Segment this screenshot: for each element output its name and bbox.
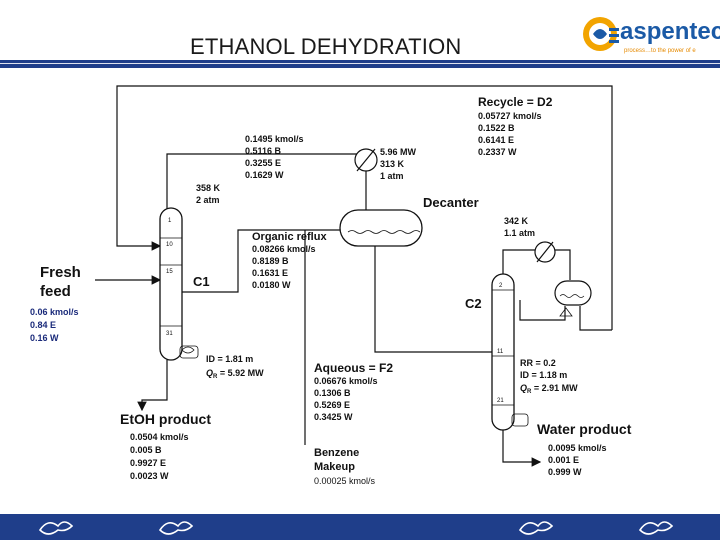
aqueous-line-1: 0.1306 B (314, 388, 351, 398)
c1-stage-10: 10 (166, 242, 173, 248)
etoh-product-line-1: 0.005 B (130, 445, 162, 455)
c1-stage-1: 1 (168, 218, 172, 224)
c2-stage-11: 11 (497, 349, 504, 355)
fresh-feed-title-2: feed (40, 283, 71, 300)
fresh-feed-line-1: 0.84 E (30, 320, 56, 330)
condenser-1-pressure: 1 atm (380, 171, 404, 181)
benzene-makeup-title-1: Benzene (314, 447, 359, 459)
c2-reflux-line (519, 300, 566, 321)
logo-wordmark: aspentech (620, 18, 720, 45)
c1-stage-15: 15 (166, 269, 173, 275)
recycle-line-1: 0.1522 B (478, 123, 515, 133)
c2-duty-value: = 2.91 MW (531, 383, 578, 393)
organic-reflux-line-0: 0.08266 kmol/s (252, 244, 316, 254)
water-product-line-0: 0.0095 kmol/s (548, 443, 607, 453)
recycle-title: Recycle = D2 (478, 95, 553, 109)
c2-label: C2 (465, 296, 482, 311)
c1-overhead-line-0: 0.1495 kmol/s (245, 134, 304, 144)
condenser-2-temp: 342 K (504, 216, 529, 226)
water-product-title: Water product (537, 421, 632, 437)
organic-reflux-line (180, 229, 340, 293)
fresh-feed-line-0: 0.06 kmol/s (30, 307, 79, 317)
etoh-product-title: EtOH product (120, 411, 211, 427)
c2-reboiler (511, 413, 529, 427)
etoh-product-line-0: 0.0504 kmol/s (130, 432, 189, 442)
water-product-line-2: 0.999 W (548, 467, 582, 477)
c1-reboiler (179, 345, 199, 359)
c2-stage-21: 21 (497, 398, 504, 404)
benzene-makeup-title-2: Makeup (314, 461, 355, 473)
column-c2 (491, 273, 529, 431)
c1-duty: QR = 5.92 MW (206, 368, 264, 380)
recycle-stream-line (116, 85, 613, 330)
c1-diameter: ID = 1.81 m (206, 354, 253, 364)
c1-overhead-temp: 358 K (196, 183, 221, 193)
c1-label: C1 (193, 274, 210, 289)
logo-tagline: process…to the power of e (624, 48, 696, 54)
fresh-feed-line-2: 0.16 W (30, 333, 59, 343)
column-c1 (159, 207, 199, 361)
aspentech-logo: aspentech process…to the power of e (578, 12, 720, 62)
etoh-product-line (137, 360, 168, 412)
top-decorative-band (0, 60, 720, 68)
condenser-2-icon (534, 241, 556, 263)
recycle-line-2: 0.6141 E (478, 135, 514, 145)
c2-duty: QR = 2.91 MW (520, 383, 578, 395)
c2-vapor-line (579, 306, 612, 331)
reflux-drum-c2 (554, 280, 592, 317)
organic-reflux-title: Organic reflux (252, 231, 327, 243)
condenser-1-icon (354, 148, 378, 172)
aqueous-title: Aqueous = F2 (314, 361, 393, 375)
c1-overhead-pressure: 2 atm (196, 195, 220, 205)
recycle-line-0: 0.05727 kmol/s (478, 111, 542, 121)
benzene-makeup-flow: 0.00025 kmol/s (314, 476, 376, 486)
slide-header: ETHANOL DEHYDRATION aspentech process…to… (0, 0, 720, 68)
c1-overhead-line-3: 0.1629 W (245, 170, 284, 180)
c2-duty-subscript: R (527, 389, 532, 395)
decanter-label: Decanter (423, 195, 479, 210)
c2-reflux-ratio: RR = 0.2 (520, 358, 556, 368)
fresh-feed-title-1: Fresh (40, 264, 81, 281)
cloud-ornaments (38, 521, 674, 535)
c2-duty-symbol: Q (520, 383, 527, 393)
condenser-1-temp: 313 K (380, 159, 405, 169)
etoh-product-line-2: 0.9927 E (130, 458, 166, 468)
condenser-2-pressure: 1.1 atm (504, 228, 535, 238)
c2-diameter: ID = 1.18 m (520, 370, 567, 380)
slide-title: ETHANOL DEHYDRATION (190, 34, 462, 59)
c1-overhead-line-2: 0.3255 E (245, 158, 281, 168)
c2-stage-2: 2 (499, 283, 503, 289)
aqueous-line (374, 240, 495, 353)
recycle-line-3: 0.2337 W (478, 147, 517, 157)
aqueous-line-0: 0.06676 kmol/s (314, 376, 378, 386)
c1-duty-subscript: R (213, 374, 218, 380)
organic-reflux-line-2: 0.1631 E (252, 268, 288, 278)
organic-reflux-line-3: 0.0180 W (252, 280, 291, 290)
decanter-vessel (339, 209, 423, 247)
c1-overhead-line (166, 153, 367, 215)
c1-stage-31: 31 (166, 331, 173, 337)
aqueous-line-2: 0.5269 E (314, 400, 350, 410)
condenser-1-duty: 5.96 MW (380, 147, 417, 157)
etoh-product-line-3: 0.0023 W (130, 471, 169, 481)
c1-duty-value: = 5.92 MW (217, 368, 264, 378)
bottom-decorative-band (0, 514, 720, 540)
aqueous-line-3: 0.3425 W (314, 412, 353, 422)
water-product-line (502, 428, 542, 467)
c1-duty-symbol: Q (206, 368, 213, 378)
water-product-line-1: 0.001 E (548, 455, 579, 465)
aspentech-logo-icon (583, 17, 619, 51)
c1-overhead-line-1: 0.5116 B (245, 146, 282, 156)
band-pattern (0, 63, 720, 64)
organic-reflux-line-1: 0.8189 B (252, 256, 289, 266)
